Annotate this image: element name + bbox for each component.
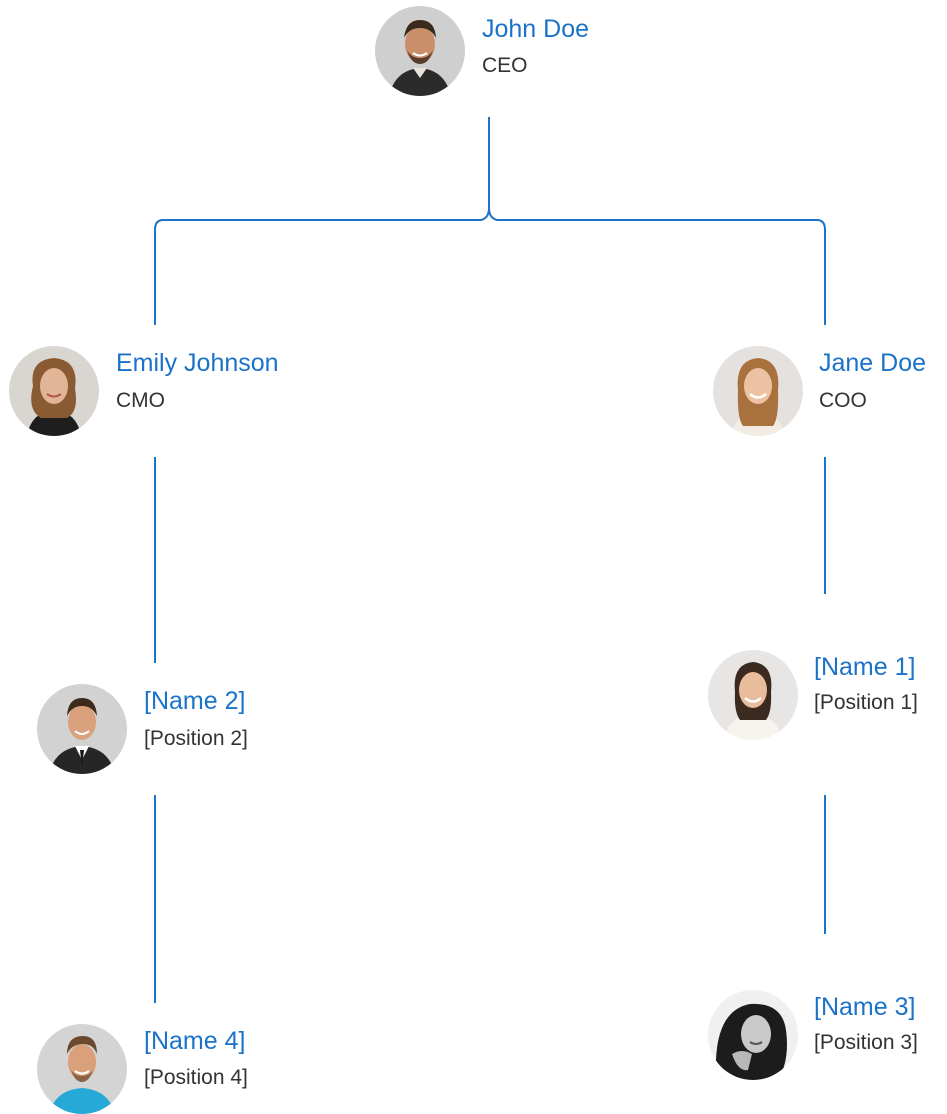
person-role: [Position 4] xyxy=(144,1066,248,1089)
woman-long-hair-avatar xyxy=(713,346,803,436)
woman-smiling-avatar xyxy=(708,650,798,740)
man-suit-avatar xyxy=(37,684,127,774)
person-role: [Position 3] xyxy=(814,1031,918,1054)
connector-ceo-to-cmo-coo xyxy=(154,117,826,325)
person-name: [Name 3] xyxy=(814,993,916,1021)
woman-curly-hair-avatar xyxy=(9,346,99,436)
person-role: COO xyxy=(819,389,867,412)
person-name: Emily Johnson xyxy=(116,349,279,377)
person-role: CMO xyxy=(116,389,165,412)
person-name: Jane Doe xyxy=(819,349,927,377)
man-casual-avatar xyxy=(37,1024,127,1114)
person-name: John Doe xyxy=(482,15,590,43)
person-name: [Name 2] xyxy=(144,687,246,715)
person-role: [Position 2] xyxy=(144,727,248,750)
person-role: CEO xyxy=(482,54,528,77)
person-name: [Name 4] xyxy=(144,1027,246,1055)
man-beard-avatar xyxy=(375,6,465,96)
person-name: [Name 1] xyxy=(814,653,916,681)
person-role: [Position 1] xyxy=(814,691,918,714)
woman-bw-portrait-avatar xyxy=(708,990,798,1080)
